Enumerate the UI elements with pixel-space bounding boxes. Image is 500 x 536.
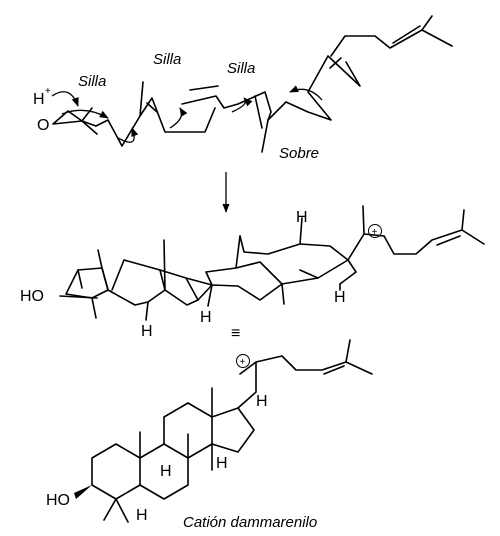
proton-charge: + xyxy=(45,86,51,97)
proton-label: H xyxy=(33,91,45,108)
cation-charge-middle: + xyxy=(368,224,382,238)
h-label-bottom-2: H xyxy=(160,463,172,480)
caption: Catión dammarenilo xyxy=(183,514,317,531)
dammarenyl-cation-3d xyxy=(59,205,485,321)
cation-charge-bottom: + xyxy=(236,354,250,368)
curved-arrows xyxy=(51,85,323,143)
dammarenyl-cation-flat xyxy=(91,339,373,523)
label-sobre: Sobre xyxy=(279,145,319,162)
oxidosqualene-structure xyxy=(52,15,453,153)
epoxide-ring xyxy=(52,110,83,125)
equivalence-symbol: ≡ xyxy=(231,325,240,342)
oh-wedge xyxy=(74,485,92,499)
epoxide-oxygen: O xyxy=(37,117,49,134)
h-label-middle-3: H xyxy=(296,209,308,226)
ho-label-middle: HO xyxy=(20,288,44,305)
label-silla-2: Silla xyxy=(153,51,181,68)
h-label-middle-1: H xyxy=(141,323,153,340)
svg-text:+: + xyxy=(240,357,246,368)
h-label-bottom-3: H xyxy=(216,455,228,472)
label-silla-1: Silla xyxy=(78,73,106,90)
h-label-bottom-4: H xyxy=(256,393,268,410)
label-silla-3: Silla xyxy=(227,60,255,77)
ho-label-bottom: HO xyxy=(46,492,70,509)
svg-text:+: + xyxy=(372,227,378,238)
h-label-bottom-1: H xyxy=(136,507,148,524)
h-label-middle-2: H xyxy=(200,309,212,326)
h-label-middle-4: H xyxy=(334,289,346,306)
